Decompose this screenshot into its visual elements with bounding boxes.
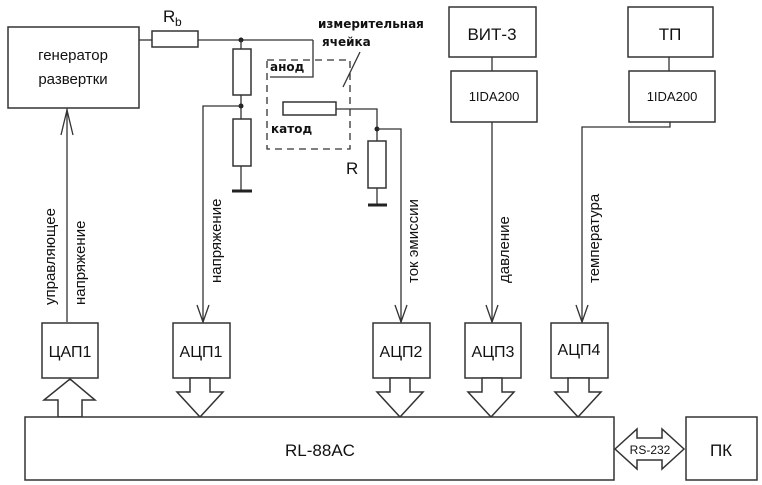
- bus-arrow-down-adc3: [466, 377, 516, 419]
- resistor-rb: [151, 30, 199, 48]
- divider-resistor-bottom: [232, 118, 252, 167]
- cell-label-line1: измерительная: [318, 17, 424, 31]
- adc2-block: [372, 322, 431, 379]
- cell-label-line2: ячейка: [322, 35, 371, 49]
- generator-label-line1: генератор: [38, 47, 108, 64]
- cathode-label: катод: [271, 122, 312, 136]
- ida200-block-1: [450, 70, 538, 123]
- voltage-label: напряжение: [208, 199, 225, 283]
- pc-label: ПК: [710, 441, 732, 460]
- adc3-label: АЦП3: [472, 344, 515, 361]
- temperature-label: температура: [586, 193, 603, 283]
- r-label: R: [346, 159, 358, 178]
- control-voltage-label-line2: напряжение: [72, 221, 89, 305]
- adc4-label: АЦП4: [558, 342, 601, 359]
- vit3-label: ВИТ-3: [467, 25, 516, 44]
- rb-label: R: [163, 7, 175, 26]
- rb-subscript: b: [175, 15, 182, 29]
- bus-arrow-down-adc1: [175, 377, 225, 419]
- adc2-label: АЦП2: [380, 344, 423, 361]
- resistor-r: [367, 140, 387, 189]
- tp-block: [627, 6, 714, 58]
- rs232-double-arrow: [613, 427, 686, 471]
- pc-block: [685, 416, 758, 481]
- ida200-label-2: 1IDA200: [647, 89, 698, 104]
- controller-label: RL-88AC: [285, 441, 355, 460]
- control-voltage-label-line1: управляющее: [42, 208, 59, 305]
- tp-label: ТП: [659, 25, 682, 44]
- dac1-label: ЦАП1: [49, 344, 92, 361]
- cathode-element: [282, 101, 337, 116]
- ida200-label-1: 1IDA200: [469, 89, 520, 104]
- divider-resistor-top: [232, 48, 252, 96]
- adc3-block: [464, 322, 522, 379]
- generator-label-line2: развертки: [38, 71, 107, 88]
- bus-arrow-up-dac1: [41, 378, 98, 418]
- pressure-label: давление: [496, 216, 513, 283]
- bus-arrow-down-adc4: [553, 377, 603, 419]
- rs232-label: RS-232: [630, 443, 671, 457]
- generator-block: [7, 26, 140, 109]
- emission-current-label: ток эмиссии: [405, 199, 422, 283]
- controller-block: [24, 416, 615, 481]
- ida200-block-2: [628, 70, 716, 123]
- bus-arrow-down-adc2: [375, 377, 425, 419]
- measurement-cell-boundary: [266, 59, 351, 150]
- adc1-label: АЦП1: [180, 344, 223, 361]
- dac1-block: [41, 322, 99, 379]
- anode-label: анод: [270, 60, 305, 74]
- adc1-block: [172, 322, 231, 379]
